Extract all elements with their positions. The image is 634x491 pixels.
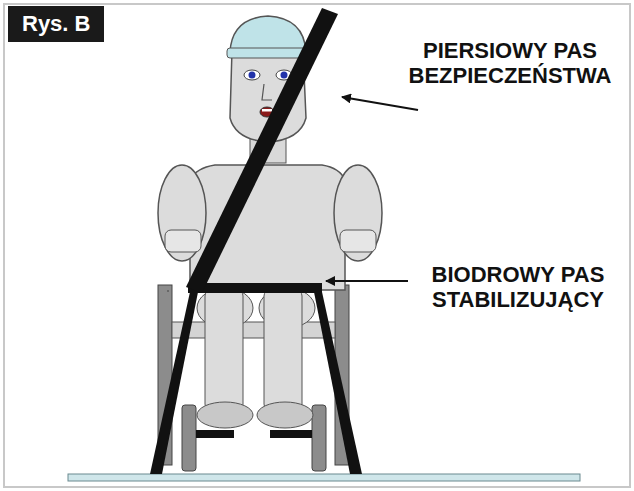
foot [257, 402, 313, 428]
caster [312, 405, 326, 471]
arm [334, 165, 382, 261]
footrest [270, 430, 312, 438]
torso [190, 165, 345, 290]
frame [4, 4, 630, 487]
callout-label: PIERSIOWY PAS BEZPIECZEŃSTWA [392, 38, 628, 89]
floor-strap [314, 292, 362, 474]
hip-belt [188, 283, 322, 293]
figure-title: Rys. B [8, 6, 104, 42]
arm [158, 165, 206, 261]
floor [68, 474, 580, 481]
floor-strap [150, 292, 198, 474]
leg [264, 290, 302, 410]
foot [197, 402, 253, 428]
seat-bar [172, 322, 335, 338]
chest-belt [186, 8, 338, 293]
caster [182, 405, 196, 471]
footrest [196, 430, 234, 438]
cap-brim [227, 48, 309, 58]
hand [165, 230, 201, 252]
leader-arrow [342, 97, 418, 110]
leader-arrow [326, 280, 408, 282]
callout-label: BIODROWY PAS STABILIZUJĄCY [408, 262, 628, 313]
leg [205, 290, 243, 410]
hand [340, 230, 376, 252]
cap [230, 16, 306, 52]
